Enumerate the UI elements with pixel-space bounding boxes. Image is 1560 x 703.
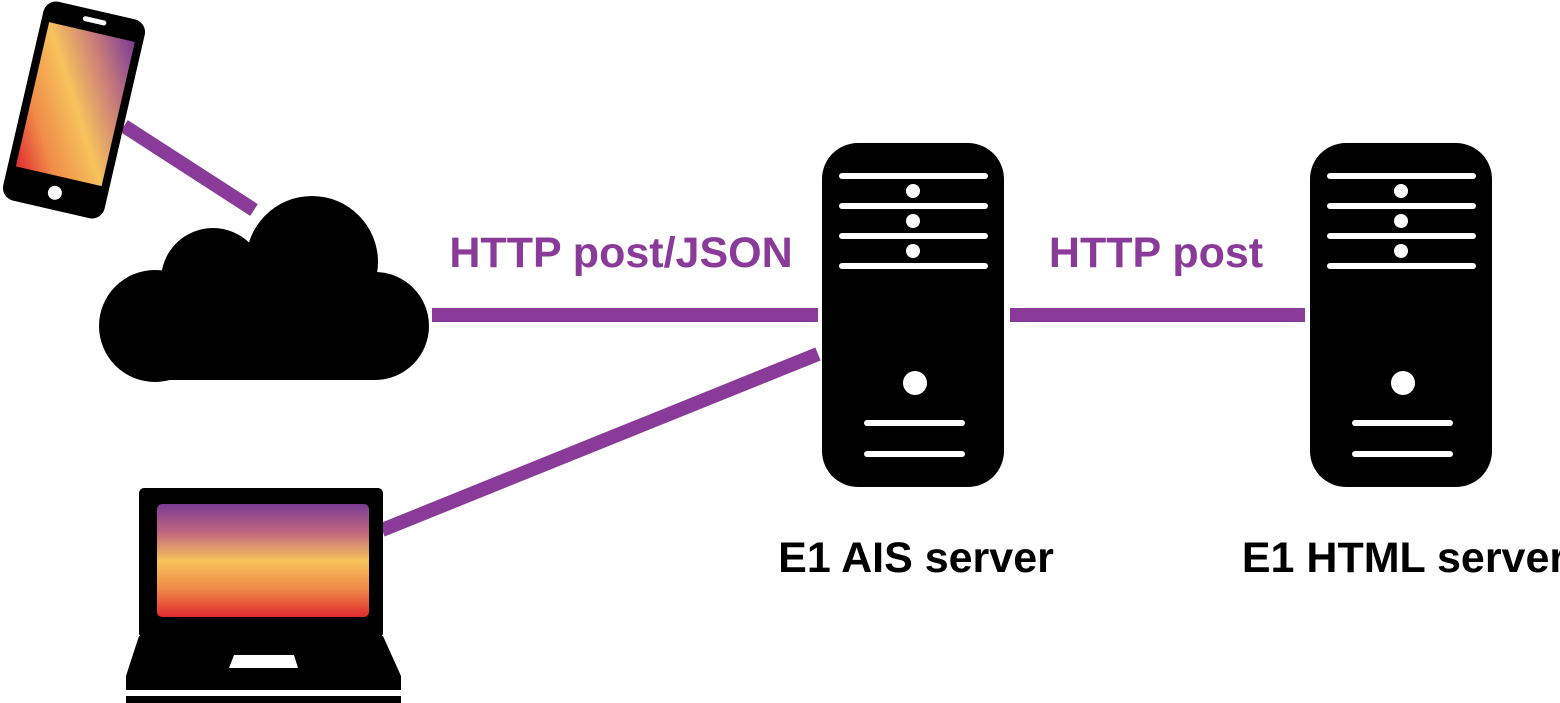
connections [120,120,1305,537]
html-server-icon [1310,143,1492,487]
phone-to-cloud-line [120,120,258,216]
html-server-label: E1 HTML server [1242,534,1560,582]
edge-label-ais-to-html: HTTP post [1049,229,1263,277]
laptop-to-ais-line [379,347,821,537]
ais-server-label: E1 AIS server [778,534,1054,582]
cloud-icon [99,196,429,382]
smartphone-icon [2,1,146,219]
laptop-icon [126,488,401,703]
ais-server-icon [822,143,1004,487]
edge-label-cloud-to-ais: HTTP post/JSON [449,229,792,277]
